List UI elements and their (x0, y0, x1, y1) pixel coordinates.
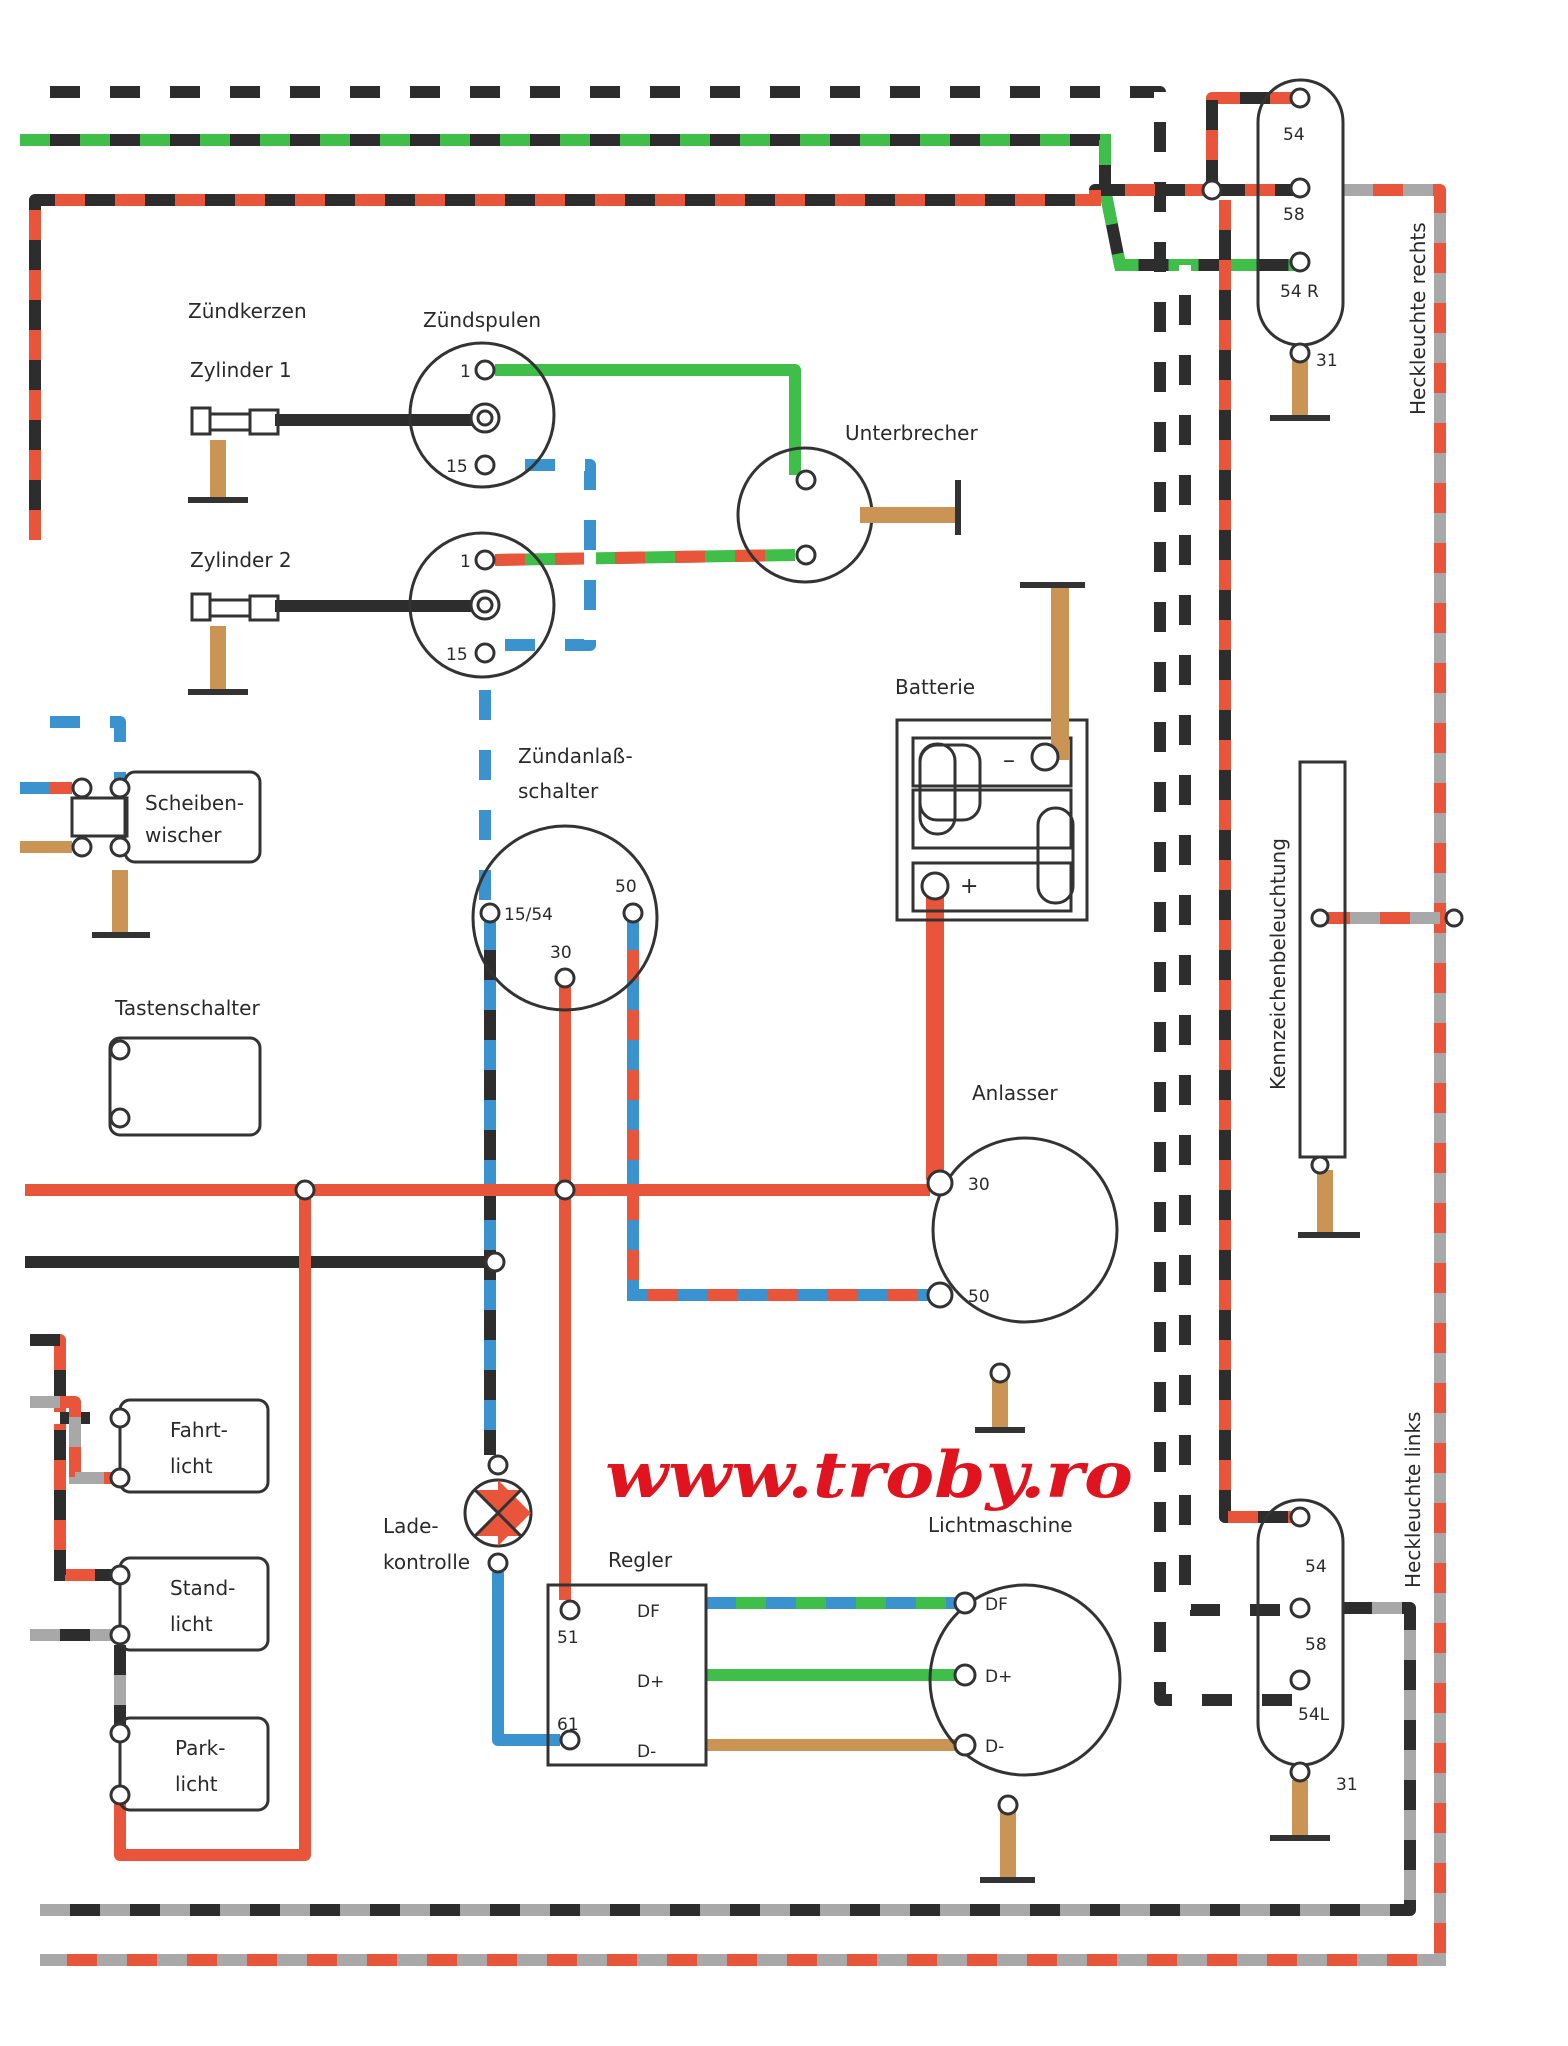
ignition-coil-1 (408, 341, 556, 489)
pin-tl-31: 31 (1336, 1775, 1358, 1795)
wire-top-black-red (29, 184, 1300, 540)
tail-light-left (1256, 1498, 1345, 1767)
label-zuendanlass-1: Zündanlaß- (518, 744, 633, 768)
label-fahrtlicht-1: Fahrt- (170, 1418, 228, 1442)
label-zuendspulen: Zündspulen (423, 308, 541, 332)
pin-labels: 1 15 1 15 15/54 50 30 – + 30 50 DF D+ D-… (446, 125, 1358, 1795)
pin-tl-54l: 54L (1298, 1705, 1330, 1725)
wire-left-red-black (30, 1334, 120, 1581)
pin-coil1-1: 1 (460, 362, 471, 382)
label-heckleuchte-rechts: Heckleuchte rechts (1406, 222, 1430, 415)
pin-gen-dminus: D- (985, 1737, 1004, 1757)
terminals (71, 87, 1464, 1816)
label-heckleuchte-links: Heckleuchte links (1401, 1412, 1425, 1588)
battery (895, 718, 1089, 922)
label-scheibenwischer-1: Scheiben- (145, 791, 244, 815)
pin-tr-54: 54 (1283, 125, 1305, 145)
wire-right-black-red (1219, 200, 1300, 1523)
pin-tr-54r: 54 R (1280, 282, 1319, 302)
wire-coil2-green-red (494, 549, 796, 566)
pin-switch-50: 50 (615, 877, 637, 897)
wire-coil1-green (495, 364, 801, 475)
wire-left-red-grey (30, 1396, 120, 1484)
pin-tr-31: 31 (1316, 351, 1338, 371)
wire-lade-blue (492, 1572, 560, 1746)
wire-right-main-red-grey (40, 184, 1446, 1966)
pin-battery-plus: + (960, 874, 978, 899)
pin-coil2-1: 1 (460, 552, 471, 572)
generator (928, 1583, 1122, 1777)
label-zylinder-2: Zylinder 2 (190, 548, 292, 572)
label-batterie: Batterie (895, 675, 975, 699)
wiper-motor (123, 770, 262, 864)
label-parklicht-1: Park- (175, 1736, 225, 1760)
label-anlasser: Anlasser (972, 1081, 1058, 1105)
wire-left-blue-white (20, 716, 126, 788)
wire-right-red-black (1206, 92, 1300, 190)
pin-switch-30: 30 (550, 943, 572, 963)
pin-coil1-15: 15 (446, 457, 468, 477)
park-light-switch (118, 1716, 270, 1812)
label-zuendkerzen: Zündkerzen (188, 299, 307, 323)
pin-tl-58: 58 (1305, 1635, 1327, 1655)
pin-battery-minus: – (1003, 746, 1015, 774)
label-lichtmaschine: Lichtmaschine (928, 1513, 1073, 1537)
pin-coil2-15: 15 (446, 645, 468, 665)
labels: Zündkerzen Zylinder 1 Zylinder 2 Zündspu… (114, 222, 1430, 1796)
label-scheibenwischer-2: wischer (145, 823, 222, 847)
label-fahrtlicht-2: licht (170, 1454, 213, 1478)
wire-top-black-white (20, 86, 1300, 1706)
components (70, 78, 1347, 1812)
pin-gen-df: DF (985, 1595, 1008, 1615)
pin-tl-54: 54 (1305, 1557, 1327, 1577)
pin-switch-1554: 15/54 (504, 905, 553, 925)
pin-reg-df: DF (637, 1602, 660, 1622)
pin-gen-dplus: D+ (985, 1667, 1012, 1687)
label-zylinder-1: Zylinder 1 (190, 358, 292, 382)
pin-reg-dminus: D- (637, 1742, 656, 1762)
push-button-switch (108, 1036, 262, 1137)
label-kennzeichenbeleuchtung: Kennzeichenbeleuchtung (1266, 838, 1290, 1090)
ignition-coil-2 (408, 531, 556, 679)
wire-coil-blue-white (495, 459, 596, 651)
ground-straps (92, 360, 1360, 1883)
wire-red-down-left (114, 1195, 311, 1861)
license-plate-light (1298, 760, 1347, 1159)
starter-motor (931, 1136, 1119, 1324)
driving-light-switch (118, 1398, 270, 1494)
label-zuendanlass-2: schalter (518, 779, 599, 803)
label-regler: Regler (608, 1548, 673, 1572)
wire-bottom-black-grey (40, 1602, 1416, 1916)
wire-switch-50-red-blue (627, 920, 930, 1301)
parking-light-switch (118, 1556, 270, 1652)
watermark-text: www.troby.ro (605, 1438, 1133, 1513)
pin-reg-61: 61 (557, 1715, 579, 1735)
label-ladekontrolle-1: Lade- (383, 1514, 439, 1538)
label-standlicht-1: Stand- (170, 1576, 235, 1600)
spark-plug-2 (188, 592, 280, 695)
ignition-switch (471, 824, 659, 1012)
wire-mid-black-white (1179, 265, 1300, 1616)
spark-plug-1 (188, 406, 280, 503)
pin-starter-30: 30 (968, 1175, 990, 1195)
label-tastenschalter: Tastenschalter (114, 996, 260, 1020)
pin-reg-dplus: D+ (637, 1672, 664, 1692)
label-parklicht-2: licht (175, 1772, 218, 1796)
charge-lamp-cross (473, 1480, 531, 1546)
regulator (546, 1583, 708, 1767)
pin-starter-50: 50 (968, 1287, 990, 1307)
pin-tr-58: 58 (1283, 205, 1305, 225)
label-ladekontrolle-2: kontrolle (383, 1550, 470, 1574)
wires (20, 86, 1454, 1966)
pin-reg-51: 51 (557, 1628, 579, 1648)
label-standlicht-2: licht (170, 1612, 213, 1636)
label-unterbrecher: Unterbrecher (845, 421, 978, 445)
